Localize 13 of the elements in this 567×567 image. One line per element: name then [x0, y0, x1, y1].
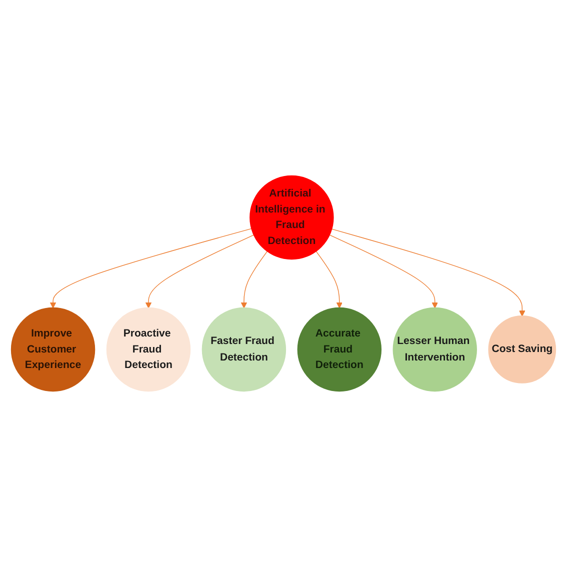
- node-circle: Proactive Fraud Detection: [106, 307, 191, 392]
- arrow: [331, 228, 526, 317]
- arrow: [145, 234, 254, 308]
- arrow: [316, 250, 342, 308]
- node-circle: Accurate Fraud Detection: [297, 307, 382, 392]
- node-circle: Artificial Intelligence in Fraud Detection: [250, 175, 334, 260]
- node-circle: Lesser Human Intervention: [392, 307, 477, 392]
- node-circle: Improve Customer Experience: [10, 307, 96, 392]
- arrow: [240, 250, 268, 308]
- node-circle: Cost Saving: [488, 316, 556, 384]
- arrow: [328, 234, 438, 308]
- arrow: [50, 228, 252, 308]
- node-circle: Faster Fraud Detection: [202, 307, 286, 392]
